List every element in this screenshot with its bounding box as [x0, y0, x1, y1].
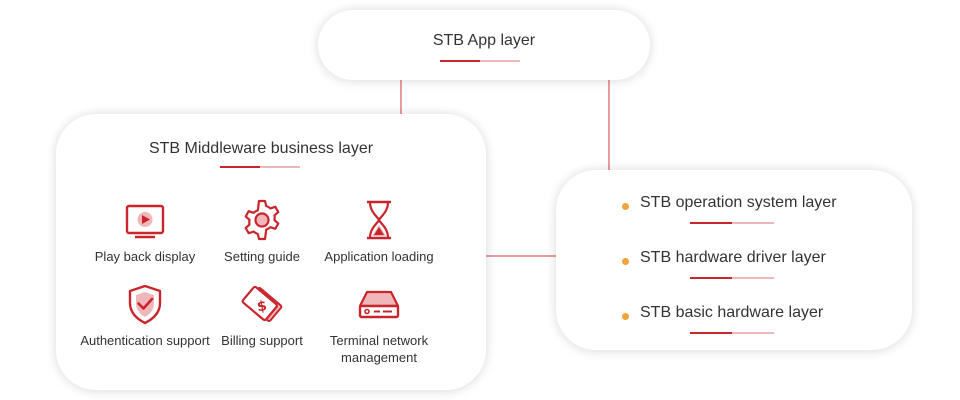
feature-setting-guide: Setting guide	[197, 198, 327, 265]
hourglass-icon	[367, 200, 391, 240]
network-device-icon	[358, 290, 400, 319]
feature-label: Application loading	[324, 249, 434, 264]
shield-check-icon	[128, 284, 162, 325]
layer-item-label: STB basic hardware layer	[640, 304, 824, 321]
app-layer-box: STB App layer	[318, 10, 650, 80]
feature-authentication-support: Authentication support	[80, 282, 210, 349]
layer-item-basic-hardware: STB basic hardware layer	[556, 304, 912, 344]
setting-gear-icon	[244, 199, 280, 241]
feature-terminal-network-management: Terminal network management	[314, 282, 444, 366]
layer-item-underline	[690, 277, 774, 279]
middleware-layer-underline	[220, 166, 300, 168]
layer-item-underline	[690, 222, 774, 224]
feature-play-back-display: Play back display	[80, 198, 210, 265]
app-layer-underline	[440, 60, 520, 62]
feature-label: Setting guide	[224, 249, 300, 264]
middleware-layer-box: STB Middleware business layer Play back …	[56, 114, 486, 390]
app-layer-title: STB App layer	[432, 32, 536, 49]
layer-item-label: STB operation system layer	[640, 194, 837, 211]
layer-item-underline	[690, 332, 774, 334]
layer-item-hardware-driver: STB hardware driver layer	[556, 249, 912, 289]
feature-billing-support: $ Billing support	[197, 282, 327, 349]
play-back-display-icon	[125, 204, 165, 239]
bullet-dot-icon	[622, 258, 629, 265]
svg-text:$: $	[256, 298, 268, 315]
feature-application-loading: Application loading	[314, 198, 444, 265]
system-layers-box: STB operation system layer STB hardware …	[556, 170, 912, 350]
billing-card-icon: $	[241, 285, 283, 323]
feature-label: Authentication support	[80, 333, 210, 348]
feature-label: Billing support	[221, 333, 303, 348]
bullet-dot-icon	[622, 203, 629, 210]
feature-label: Play back display	[94, 249, 196, 264]
feature-label: Terminal network management	[329, 333, 429, 365]
layer-item-operation-system: STB operation system layer	[556, 194, 912, 234]
middleware-layer-title: STB Middleware business layer	[148, 140, 374, 157]
bullet-dot-icon	[622, 313, 629, 320]
layer-item-label: STB hardware driver layer	[640, 249, 826, 266]
